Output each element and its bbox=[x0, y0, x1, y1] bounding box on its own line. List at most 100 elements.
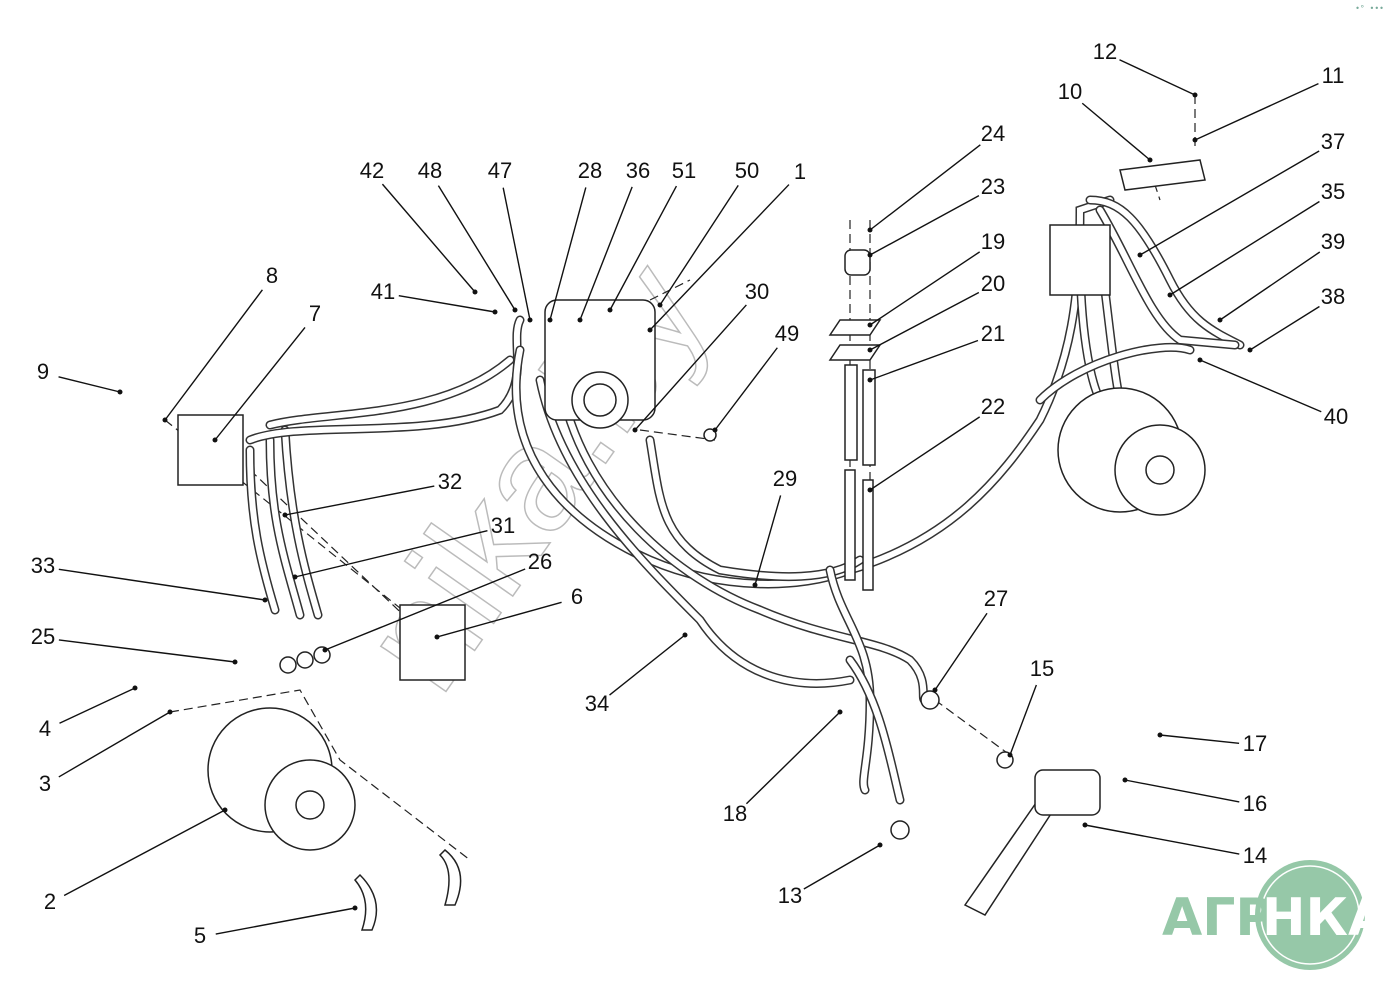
clamp-10 bbox=[1119, 159, 1206, 191]
leader-dot-16 bbox=[1122, 777, 1128, 783]
leader-line-2 bbox=[63, 809, 226, 897]
callout-36: 36 bbox=[626, 158, 650, 183]
leader-line-38 bbox=[1249, 305, 1320, 351]
leader-line-21 bbox=[869, 339, 979, 381]
leader-dot-19 bbox=[867, 322, 873, 328]
leader-line-47 bbox=[502, 187, 531, 321]
leader-line-10 bbox=[1081, 102, 1151, 161]
leader-dot-47 bbox=[527, 317, 533, 323]
leader-dot-39 bbox=[1217, 317, 1223, 323]
leader-line-3 bbox=[58, 711, 171, 778]
leader-line-18 bbox=[745, 711, 841, 805]
callout-28: 28 bbox=[578, 158, 602, 183]
callout-49: 49 bbox=[775, 321, 799, 346]
callout-23: 23 bbox=[981, 174, 1005, 199]
leader-line-50 bbox=[659, 185, 739, 306]
leader-dot-4 bbox=[132, 685, 138, 691]
leader-line-14 bbox=[1084, 824, 1240, 855]
bracket-right bbox=[1049, 224, 1111, 296]
leader-line-39 bbox=[1219, 251, 1321, 321]
hose-5 bbox=[267, 357, 513, 428]
leader-dot-15 bbox=[1007, 752, 1013, 758]
leader-dot-12 bbox=[1192, 92, 1198, 98]
leader-line-42 bbox=[381, 183, 476, 293]
hose-13 bbox=[1097, 207, 1238, 348]
leader-dot-51 bbox=[607, 307, 613, 313]
tube-22b bbox=[862, 479, 874, 591]
corner-mark: •° ••• bbox=[1355, 4, 1384, 13]
leader-line-49 bbox=[714, 347, 778, 431]
leader-line-31 bbox=[294, 530, 488, 578]
leader-dot-10 bbox=[1147, 157, 1153, 163]
elbow-13 bbox=[890, 820, 910, 840]
leader-dot-48 bbox=[512, 307, 518, 313]
hose-11 bbox=[847, 657, 903, 803]
leader-dot-36 bbox=[577, 317, 583, 323]
hose-9 bbox=[647, 437, 863, 580]
leader-line-40 bbox=[1199, 359, 1322, 413]
leader-line-11 bbox=[1194, 83, 1319, 141]
elbow-27 bbox=[920, 690, 940, 710]
callout-2: 2 bbox=[44, 889, 56, 914]
leader-line-24 bbox=[869, 144, 981, 231]
clamp-5a bbox=[438, 848, 462, 906]
hose-3 bbox=[282, 427, 321, 618]
leader-line-15 bbox=[1009, 684, 1038, 756]
callout-38: 38 bbox=[1321, 284, 1345, 309]
leader-line-19 bbox=[869, 251, 981, 326]
callout-17: 17 bbox=[1243, 731, 1267, 756]
leader-dot-13 bbox=[877, 842, 883, 848]
leader-dot-27 bbox=[932, 687, 938, 693]
leader-dot-23 bbox=[867, 252, 873, 258]
callout-31: 31 bbox=[491, 513, 515, 538]
callout-41: 41 bbox=[371, 279, 395, 304]
tube-21b bbox=[862, 369, 876, 466]
callout-3: 3 bbox=[39, 771, 51, 796]
callout-11: 11 bbox=[1322, 63, 1345, 88]
callout-39: 39 bbox=[1321, 229, 1345, 254]
agronika-logo: АГРО НКА bbox=[1162, 860, 1377, 970]
leader-line-30 bbox=[634, 304, 747, 431]
fitting-49 bbox=[703, 428, 717, 442]
callout-50: 50 bbox=[735, 158, 759, 183]
leader-line-25 bbox=[58, 639, 236, 663]
leader-line-5 bbox=[215, 907, 356, 935]
leader-dot-8 bbox=[162, 417, 168, 423]
leader-line-23 bbox=[869, 195, 980, 256]
leader-line-27 bbox=[934, 612, 988, 691]
bracket-7 bbox=[177, 414, 244, 486]
callout-26: 26 bbox=[528, 549, 552, 574]
leader-line-12 bbox=[1119, 59, 1196, 96]
leader-dot-25 bbox=[232, 659, 238, 665]
leader-dot-5 bbox=[352, 905, 358, 911]
svg-text:nika.by: nika.by bbox=[329, 233, 739, 719]
callout-9: 9 bbox=[37, 359, 49, 384]
svg-text:АГРО: АГРО bbox=[1162, 888, 1318, 948]
callout-48: 48 bbox=[418, 158, 442, 183]
leader-dot-7 bbox=[212, 437, 218, 443]
hose-16 bbox=[1037, 344, 1193, 403]
leader-line-17 bbox=[1159, 734, 1240, 745]
leader-line-29 bbox=[754, 495, 782, 586]
leader-line-48 bbox=[437, 185, 516, 311]
leader-line-7 bbox=[214, 327, 306, 441]
callout-27: 27 bbox=[984, 586, 1008, 611]
callout-42: 42 bbox=[360, 158, 384, 183]
leader-dot-1 bbox=[647, 327, 653, 333]
leader-line-22 bbox=[869, 416, 981, 491]
callout-25: 25 bbox=[31, 624, 55, 649]
hose-12 bbox=[1087, 197, 1243, 348]
leader-dot-42 bbox=[472, 289, 478, 295]
leader-line-4 bbox=[59, 687, 136, 724]
leader-dot-14 bbox=[1082, 822, 1088, 828]
leader-dot-17 bbox=[1157, 732, 1163, 738]
leader-dot-33 bbox=[262, 597, 268, 603]
leader-line-16 bbox=[1124, 779, 1240, 803]
leader-line-36 bbox=[579, 186, 633, 321]
leader-line-51 bbox=[609, 185, 678, 311]
clamp-5b bbox=[353, 873, 378, 931]
leader-dot-18 bbox=[837, 709, 843, 715]
tube-21a bbox=[844, 364, 858, 461]
valve-14 bbox=[1034, 769, 1101, 816]
